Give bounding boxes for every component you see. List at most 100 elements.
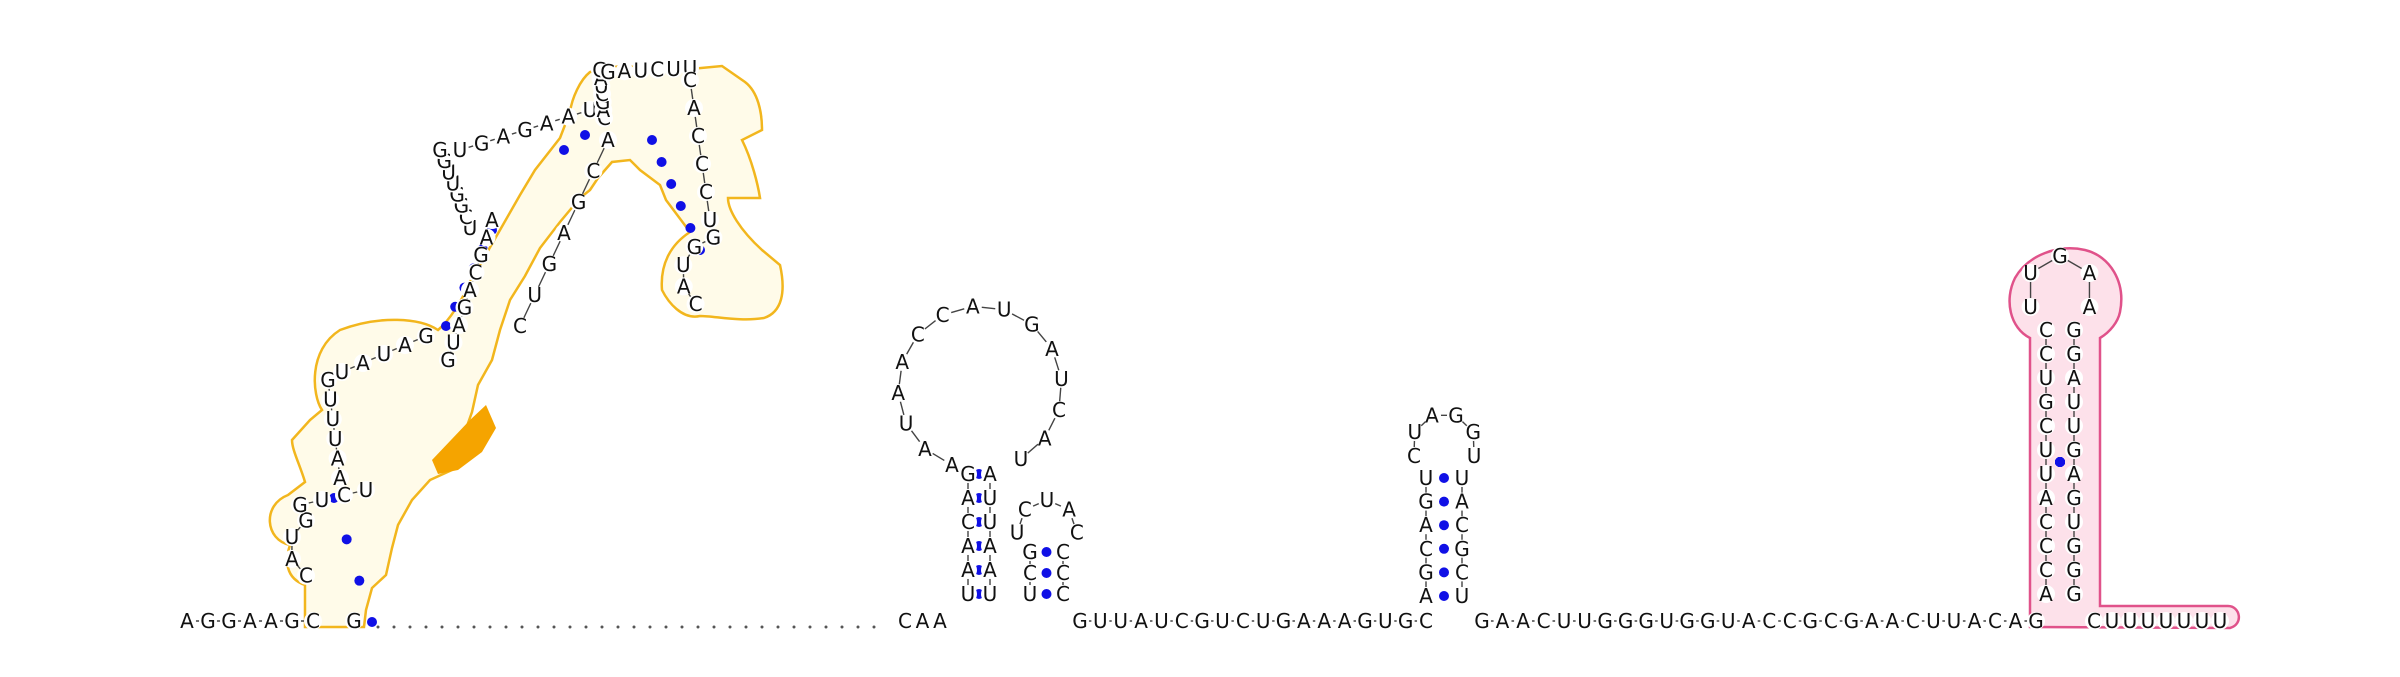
domain-a-segment-3-nt: A <box>356 351 370 375</box>
domain-a-segment-2-nt: U <box>325 407 340 431</box>
base-pair-dot <box>1439 591 1449 601</box>
hp5-right-stem-nt: G <box>2066 342 2082 366</box>
hp5-left-stem-nt: U <box>2039 366 2054 390</box>
nt-bg <box>2037 465 2055 483</box>
hp4-left-stem-nt: U <box>1419 466 1434 490</box>
nt-bg <box>2037 513 2055 531</box>
domain-a-segment-6-nt: A <box>561 105 575 129</box>
nt-bg <box>1924 612 1943 630</box>
nt-bg <box>1335 612 1354 630</box>
nt-bg <box>477 228 496 247</box>
gap-dot <box>856 625 860 629</box>
domain-a-segment-9-nt: C <box>683 68 697 92</box>
nt-bg <box>455 298 474 317</box>
linker-two-nt: A <box>1134 609 1148 633</box>
domain-a-segment-11-nt: C <box>586 159 600 183</box>
domain-a-segment-2-nt: A <box>331 446 345 470</box>
linker-two-nt: G <box>1276 609 1292 633</box>
base-pair-dot <box>1041 589 1052 599</box>
nt-bg <box>1274 612 1293 630</box>
hp2-right-stem-nt: U <box>983 582 998 606</box>
nt-bg <box>555 224 573 242</box>
hp4-left-stem-nt: G <box>1418 560 1434 584</box>
nt-bg <box>889 384 908 403</box>
nt-bg <box>2037 345 2055 363</box>
hp5-left-stem-nt: U <box>2039 438 2054 462</box>
hp2-left-stem-nt: G <box>960 462 976 486</box>
nt-bg <box>357 481 375 499</box>
nt-bg <box>1862 612 1881 630</box>
hp2-left-stem-nt: A <box>961 558 975 582</box>
nt-bg <box>1514 612 1533 630</box>
nt-bg <box>631 61 650 80</box>
hp3-left-stem-nt: G <box>1022 540 1038 564</box>
nt-bg <box>2037 393 2055 411</box>
three-prime-tail-nt: C <box>2087 609 2101 633</box>
domain-a-segment-11-nt: C <box>513 314 527 338</box>
linker-three-nt: U <box>1926 609 1941 633</box>
nt-bg <box>354 354 372 372</box>
linker-two-nt: G <box>1072 609 1088 633</box>
nt-bg <box>450 316 468 334</box>
domain-a-segment-9-nt: C <box>691 124 705 148</box>
nt-bg <box>1315 612 1334 630</box>
nt-bg <box>995 300 1014 319</box>
nt-bg <box>981 561 999 579</box>
domain-a-segment-0-nt: C <box>299 564 313 588</box>
nt-bg <box>1596 612 1615 630</box>
domain-a-segment-9-nt: C <box>699 180 713 204</box>
nt-bg <box>2037 537 2055 555</box>
hp2-left-stem-nt: A <box>961 486 975 510</box>
domain-a-segment-10-nt: U <box>676 253 691 277</box>
five-prime-tail-nt: G <box>284 609 300 633</box>
hp2-right-stem-nt: U <box>983 510 998 534</box>
nt-bg <box>178 612 196 630</box>
gap-dot <box>472 625 476 629</box>
nt-bg <box>2037 441 2055 459</box>
nt-bg <box>1760 612 1779 630</box>
nt-bg <box>472 134 491 153</box>
nt-bg <box>1883 612 1902 630</box>
nt-bg <box>1417 516 1435 535</box>
domain-a-segment-4-nt: G <box>440 348 456 372</box>
base-pair-dot <box>2055 457 2065 467</box>
domain-a-segment-11-nt: G <box>571 190 587 214</box>
nt-bg <box>297 511 315 530</box>
nt-bg <box>241 612 259 630</box>
hp2-left-stem-nt: U <box>961 582 976 606</box>
nt-bg <box>896 612 914 630</box>
nt-bg <box>516 121 534 139</box>
nt-bg <box>331 469 349 487</box>
hp3-left-stem-nt: C <box>1023 561 1037 585</box>
hp2-loop-nt: A <box>918 437 932 461</box>
linker-three-nt: C <box>1537 609 1551 633</box>
nt-bg <box>1233 612 1252 630</box>
nt-bg <box>1453 587 1471 605</box>
linker-three-nt: C <box>1783 609 1797 633</box>
nt-bg <box>693 155 711 173</box>
hp5-right-stem-nt: G <box>2066 318 2082 342</box>
base-pair-dot <box>1439 543 1449 554</box>
gap-dot <box>424 625 428 629</box>
nt-bg <box>1049 401 1068 420</box>
nt-bg <box>981 465 999 483</box>
nt-bg <box>1616 612 1635 630</box>
nt-bg <box>913 612 932 630</box>
gap-dot <box>680 625 684 629</box>
hp4-loop-nt: A <box>1425 403 1439 427</box>
linker-three-nt: A <box>1865 609 1879 633</box>
nt-bg <box>1453 539 1471 558</box>
five-prime-tail-nt: G <box>200 609 216 633</box>
linker-three-nt: G <box>1618 609 1634 633</box>
nt-bg <box>483 211 501 229</box>
nt-bg <box>494 127 513 146</box>
domain-a-segment-4-nt: G <box>457 296 473 320</box>
hp5-left-stem-nt: G <box>2038 390 2054 414</box>
hp5-right-stem-nt: G <box>2066 582 2082 606</box>
nt-bg <box>1493 612 1512 630</box>
linker-two-nt: A <box>1297 609 1311 633</box>
domain-a-segment-0-nt: G <box>298 508 314 532</box>
hp4-right-stem-nt: A <box>1455 490 1469 514</box>
five-prime-tail-nt: C <box>306 609 320 633</box>
